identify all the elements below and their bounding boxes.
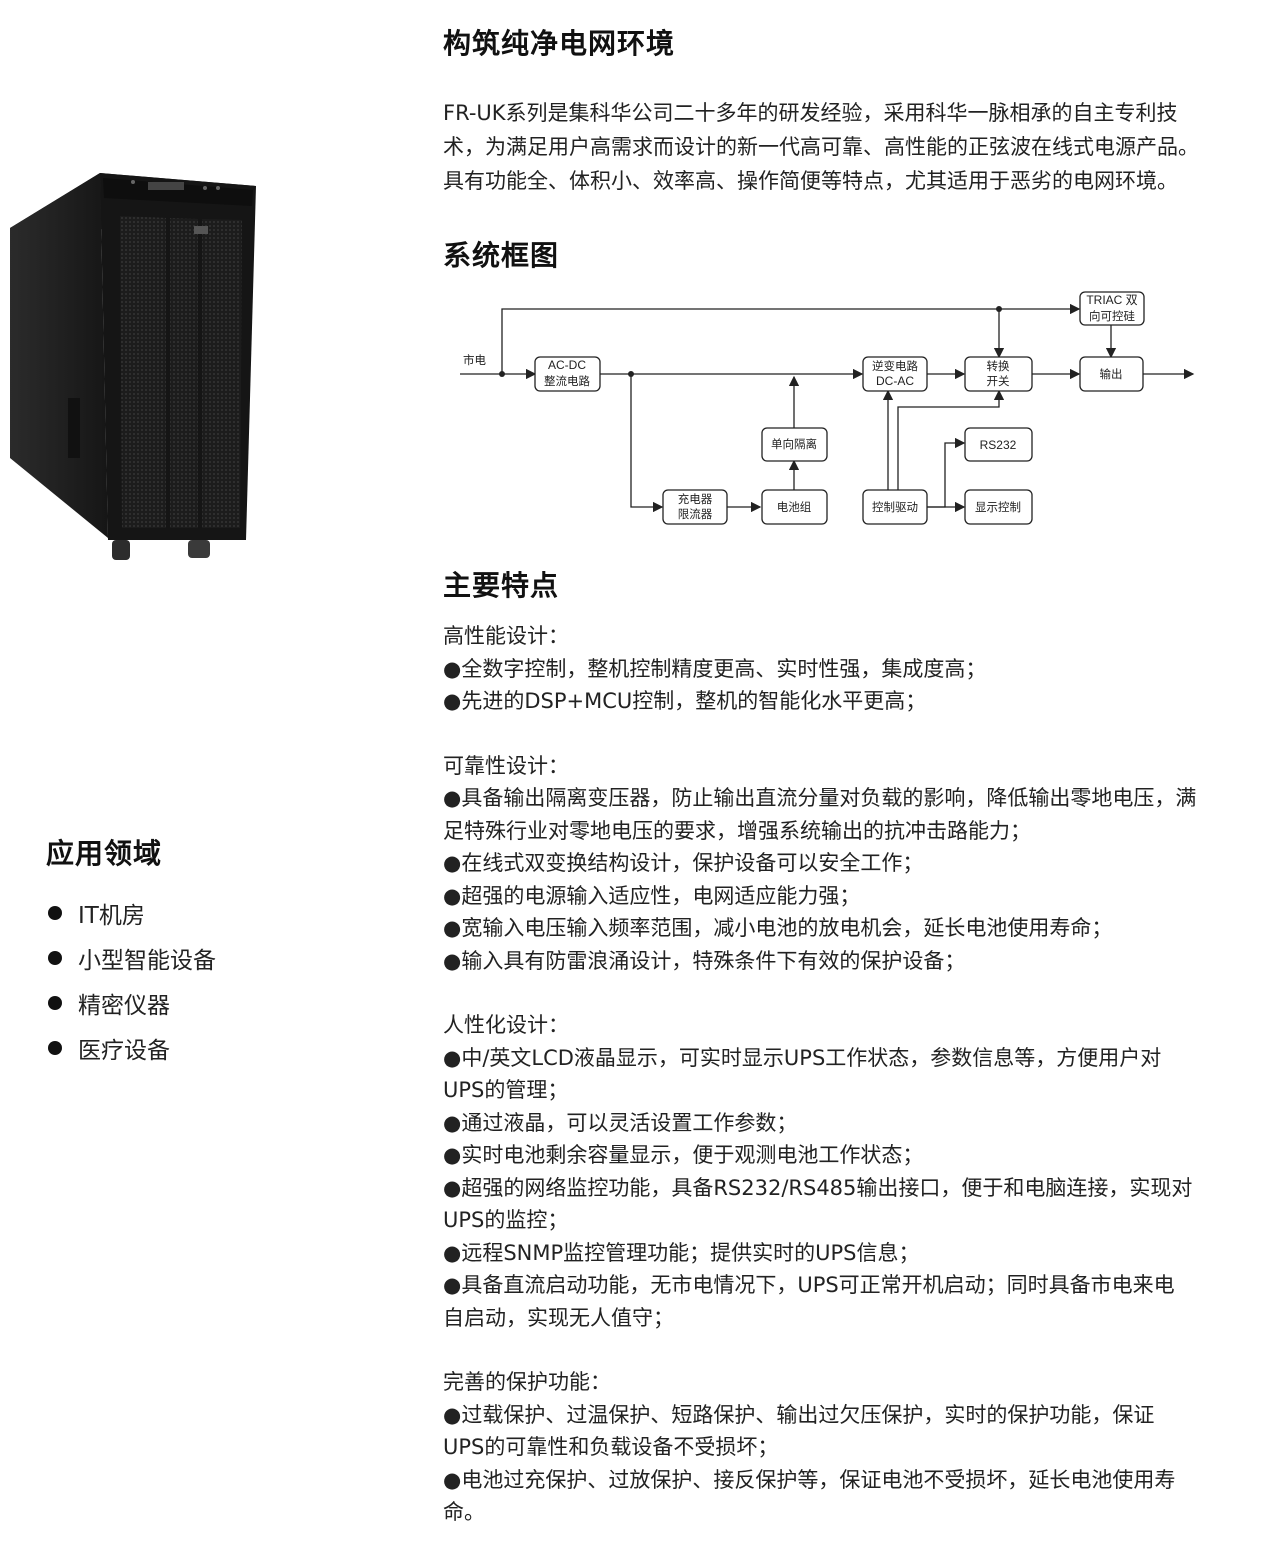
bullet-icon [48, 950, 62, 965]
bullet-icon [48, 995, 62, 1010]
triac-label: 向可控硅 [1089, 309, 1135, 323]
feature-item: ●过载保护、过温保护、短路保护、输出过欠压保护，实时的保护功能，保证 [443, 1402, 1155, 1427]
switch-label: 开关 [987, 374, 1010, 388]
feature-item: 足特殊行业对零地电压的要求，增强系统输出的抗冲击路能力； [443, 818, 1031, 843]
feature-group-title: 高性能设计： [443, 624, 569, 648]
control-label: 控制驱动 [872, 500, 918, 514]
feature-item: UPS的管理； [443, 1078, 569, 1102]
feature-item: ●输入具有防雷浪涌设计，特殊条件下有效的保护设备； [443, 948, 966, 973]
bullet-icon [48, 905, 62, 920]
acdc-label: 整流电路 [544, 374, 590, 388]
feature-group-title: 可靠性设计： [443, 753, 569, 778]
intro-line: 术，为满足用户高需求而设计的新一代高可靠、高性能的正弦波在线式电源产品。 [443, 135, 1199, 159]
display-label: 显示控制 [975, 500, 1021, 514]
feature-group: 人性化设计： ●中/英文LCD液晶显示，可实时显示UPS工作状态，参数信息等，方… [443, 1009, 1263, 1334]
feature-item: ●先进的DSP+MCU控制，整机的智能化水平更高； [443, 689, 927, 713]
feature-item: ●在线式双变换结构设计，保护设备可以安全工作； [443, 851, 924, 875]
inverter-label: 逆变电路 [872, 359, 918, 373]
page-title: 构筑纯净电网环境 [443, 27, 676, 60]
application-label: IT机房 [78, 902, 145, 929]
feature-group: 高性能设计： ●全数字控制，整机控制精度更高、实时性强，集成度高； ●先进的DS… [443, 620, 1263, 718]
battery-label: 电池组 [777, 500, 812, 514]
feature-group-title: 完善的保护功能： [443, 1370, 611, 1394]
feature-item: UPS的可靠性和负载设备不受损坏； [443, 1435, 779, 1459]
features-list: 高性能设计： ●全数字控制，整机控制精度更高、实时性强，集成度高； ●先进的DS… [443, 620, 1263, 1561]
feature-item: 自启动，实现无人值守； [443, 1305, 674, 1330]
feature-item: UPS的监控； [443, 1208, 569, 1232]
output-label: 输出 [1100, 367, 1123, 381]
application-item: 小型智能设备 [48, 935, 216, 980]
inverter-label: DC-AC [876, 374, 914, 388]
features-title: 主要特点 [443, 569, 560, 602]
feature-group-title: 人性化设计： [443, 1013, 569, 1037]
feature-item: ●具备直流启动功能，无市电情况下，UPS可正常开机启动；同时具备市电来电 [443, 1273, 1175, 1297]
input-label: 市电 [463, 353, 486, 367]
charger-label: 充电器 [678, 492, 713, 506]
feature-item: ●全数字控制，整机控制精度更高、实时性强，集成度高； [443, 656, 987, 681]
application-label: 小型智能设备 [78, 947, 216, 974]
feature-group: 完善的保护功能： ●过载保护、过温保护、短路保护、输出过欠压保护，实时的保护功能… [443, 1366, 1263, 1529]
feature-item: ●中/英文LCD液晶显示，可实时显示UPS工作状态，参数信息等，方便用户对 [443, 1045, 1162, 1070]
feature-item: ●具备输出隔离变压器，防止输出直流分量对负载的影响，降低输出零地电压，满 [443, 786, 1197, 810]
application-item: IT机房 [48, 890, 216, 935]
application-label: 医疗设备 [78, 1037, 170, 1064]
bullet-icon [48, 1040, 62, 1055]
intro-line: 具有功能全、体积小、效率高、操作简便等特点，尤其适用于恶劣的电网环境。 [443, 169, 1178, 193]
rs232-label: RS232 [980, 438, 1017, 452]
switch-label: 转换 [987, 359, 1010, 373]
applications-list: IT机房 小型智能设备 精密仪器 医疗设备 [48, 890, 216, 1070]
feature-item: ●通过液晶，可以灵活设置工作参数； [443, 1110, 798, 1135]
intro-line: FR-UK系列是集科华公司二十多年的研发经验，采用科华一脉相承的自主专利技 [443, 101, 1178, 125]
feature-item: ●宽输入电压输入频率范围，减小电池的放电机会，延长电池使用寿命； [443, 916, 1113, 940]
ups-product-image [10, 173, 256, 560]
feature-item: ●远程SNMP监控管理功能；提供实时的UPS信息； [443, 1240, 920, 1265]
application-label: 精密仪器 [78, 992, 170, 1019]
application-item: 精密仪器 [48, 980, 216, 1025]
diagram-title: 系统框图 [443, 239, 560, 272]
isolation-label: 单向隔离 [771, 437, 817, 451]
feature-item: ●电池过充保护、过放保护、接反保护等，保证电池不受损坏，延长电池使用寿 [443, 1467, 1176, 1492]
applications-title: 应用领域 [46, 837, 163, 870]
feature-item: ●超强的网络监控功能，具备RS232/RS485输出接口，便于和电脑连接，实现对 [443, 1175, 1193, 1200]
intro-paragraph: FR-UK系列是集科华公司二十多年的研发经验，采用科华一脉相承的自主专利技 术，… [443, 96, 1263, 198]
system-block-diagram: 市电 AC-DC 整流电路 逆变电路 DC-AC 转换 开关 TRIAC 双 向… [460, 291, 1195, 525]
feature-item: ●超强的电源输入适应性，电网适应能力强； [443, 883, 861, 908]
application-item: 医疗设备 [48, 1025, 216, 1070]
triac-label: TRIAC 双 [1086, 293, 1137, 307]
feature-item: 命。 [443, 1500, 485, 1524]
feature-group: 可靠性设计： ●具备输出隔离变压器，防止输出直流分量对负载的影响，降低输出零地电… [443, 750, 1263, 978]
feature-item: ●实时电池剩余容量显示，便于观测电池工作状态； [443, 1143, 924, 1167]
acdc-label: AC-DC [548, 358, 586, 372]
charger-label: 限流器 [678, 507, 713, 521]
